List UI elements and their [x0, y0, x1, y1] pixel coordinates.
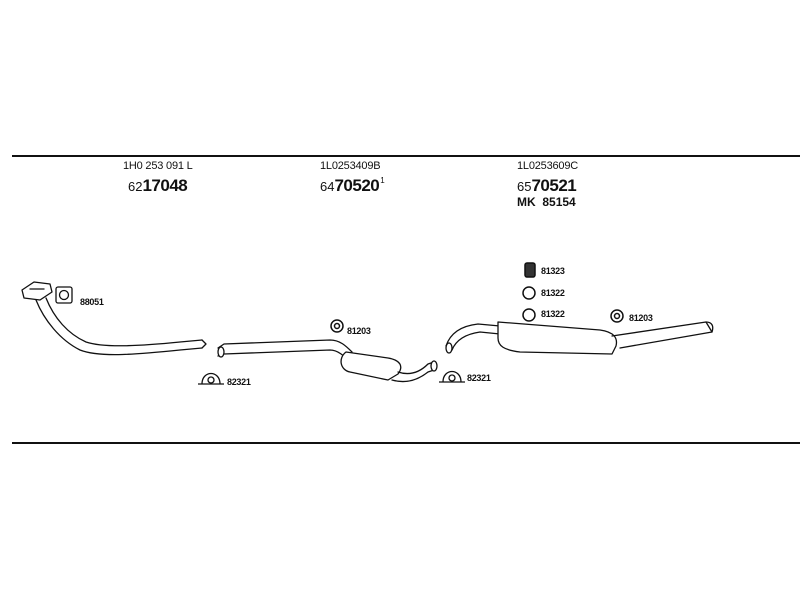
order-code-front-pipe: 6217048: [128, 176, 188, 196]
gasket-icon: [55, 286, 73, 304]
order-code-prefix: 64: [320, 179, 335, 194]
ring-icon-a: [522, 286, 536, 300]
ring-icon-rear: [610, 309, 624, 323]
order-code-prefix: 65: [517, 179, 532, 194]
mounting-kit-prefix: MK: [517, 195, 536, 209]
clamp-icon-left: [198, 372, 224, 385]
mounting-kit-code: MK 85154: [517, 195, 576, 209]
part-number-middle-silencer: 1L0253409B: [320, 160, 381, 172]
clamp-icon-right: [439, 370, 465, 383]
rubber-mount-icon: [524, 262, 536, 278]
top-divider-line: [12, 155, 800, 157]
gasket-label: 88051: [80, 297, 104, 307]
order-code-main: 70520: [334, 176, 380, 195]
order-code-suffix: 1: [380, 176, 385, 185]
rubber-mount-label: 81323: [541, 266, 565, 276]
order-code-main: 17048: [142, 176, 188, 195]
ring-a-label: 81322: [541, 288, 565, 298]
part-number-rear-silencer: 1L0253609C: [517, 160, 579, 172]
middle-silencer-illustration: [217, 339, 438, 383]
clamp-right-label: 82321: [467, 373, 491, 383]
ring-icon-b: [522, 308, 536, 322]
front-pipe-illustration: [21, 281, 207, 356]
rear-silencer-illustration: [445, 321, 714, 355]
order-code-rear-silencer: 6570521: [517, 176, 577, 196]
mounting-kit-number: 85154: [542, 195, 576, 209]
ring-icon-middle: [330, 319, 344, 333]
order-code-middle-silencer: 64705201: [320, 176, 385, 196]
order-code-prefix: 62: [128, 179, 143, 194]
bottom-divider-line: [12, 442, 800, 444]
ring-rear-label: 81203: [629, 313, 653, 323]
ring-middle-label: 81203: [347, 326, 371, 336]
ring-b-label: 81322: [541, 309, 565, 319]
part-number-front-pipe: 1H0 253 091 L: [123, 160, 193, 172]
clamp-left-label: 82321: [227, 377, 251, 387]
order-code-main: 70521: [531, 176, 577, 195]
